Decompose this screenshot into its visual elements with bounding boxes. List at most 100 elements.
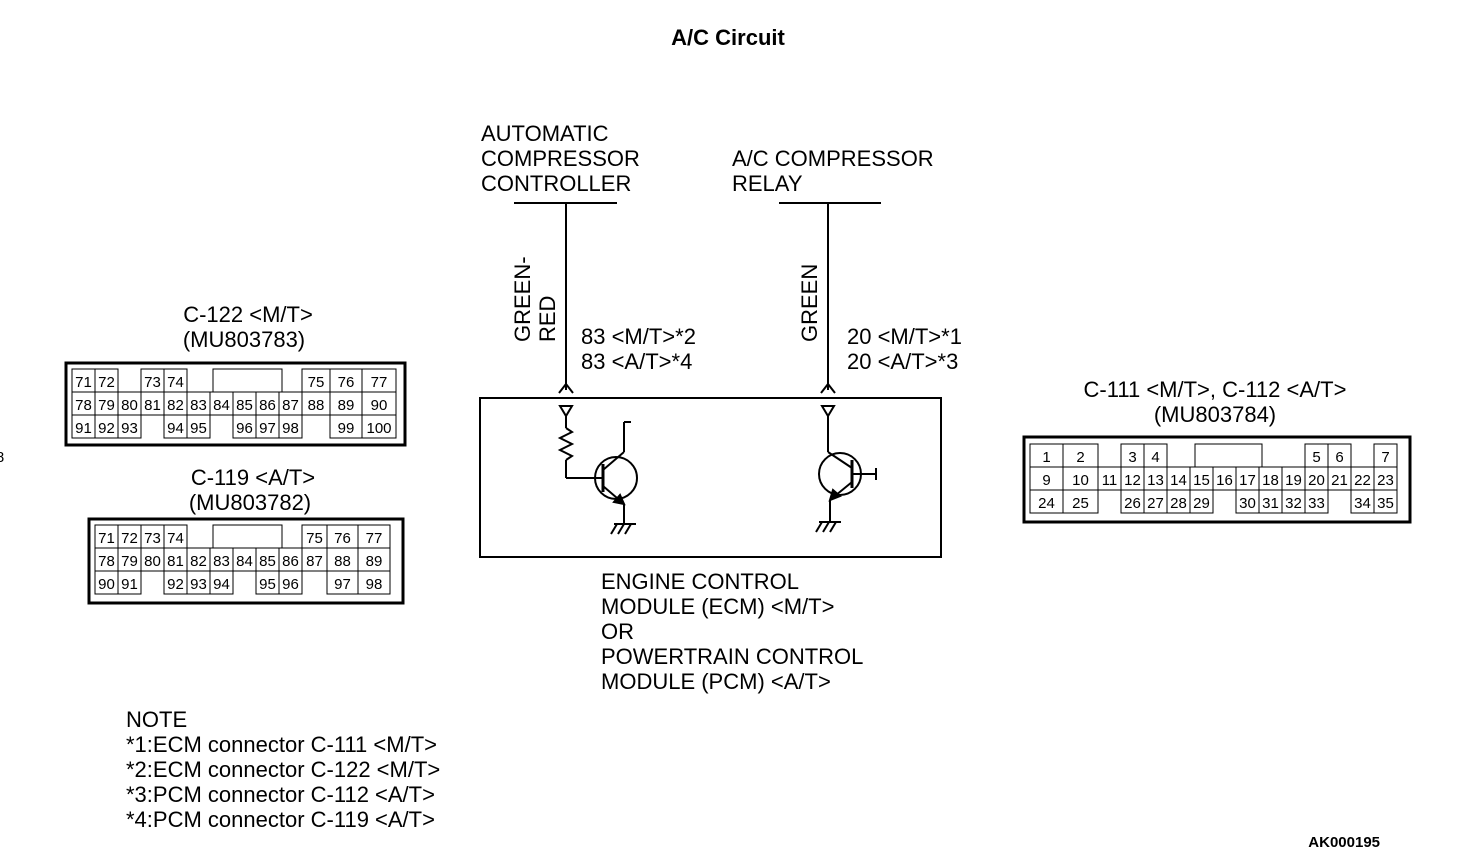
module-label: ENGINE CONTROL MODULE (ECM) <M/T> OR POW… [601,569,863,694]
connector-pin-number: 18 [1262,472,1279,489]
connector-pin-number: 15 [1193,472,1210,489]
connector-key-slot [1194,443,1263,468]
notes-heading: NOTE [126,707,187,732]
connector-pin-number: 3 [1128,449,1136,466]
connector-pin-number: 1 [1042,449,1050,466]
connector-pin-number: 94 [167,420,184,437]
left-pin-label-1: 83 <M/T>*2 [581,324,696,349]
c119-part-number: (MU803782) [189,490,311,515]
connector-pin-number: 93 [121,420,138,437]
connector-pin-number: 85 [259,553,276,570]
c111-part-number: (MU803784) [1154,402,1276,427]
connector-pin-number: 83 [190,397,207,414]
connector-housing [64,361,407,447]
connector-pin-number: 99 [338,420,355,437]
connector-pin-number: 73 [144,374,161,391]
left-pin-label-2: 83 <A/T>*4 [581,349,692,374]
connector-pin-number: 92 [167,576,184,593]
connector-pin-number: 35 [1377,495,1394,512]
compressor-controller-label: AUTOMATIC COMPRESSOR CONTROLLER [481,121,640,196]
right-transistor-circuit [815,405,877,533]
connector-pin-number: 21 [1331,472,1348,489]
left-transistor-circuit [557,405,638,535]
left-pin-terminal-icon [558,405,574,418]
module-label-line-4: POWERTRAIN CONTROL [601,644,863,669]
wire-color-green: GREEN [797,264,822,342]
wire-color-green-red-2: RED [535,296,560,342]
connector-pin-number: 82 [167,397,184,414]
connector-pin-number: 74 [167,530,184,547]
connector-pin-number: 88 [334,553,351,570]
compressor-controller-line-3: CONTROLLER [481,171,631,196]
c111-title: C-111 <M/T>, C-112 <A/T> [1084,377,1347,402]
connector-pin-number: 9 [1042,472,1050,489]
wire-color-green-red-1: GREEN- [510,256,535,342]
connector-pin-number: 81 [144,397,161,414]
connector-pin-number: 88 [308,397,325,414]
connector-pin-number: 82 [190,553,207,570]
left-connector-mark [558,382,574,394]
note-line-2: *2:ECM connector C-122 <M/T> [126,757,440,782]
connector-pin-number: 22 [1354,472,1371,489]
connector-pin-number: 13 [1147,472,1164,489]
right-connector-mark [820,382,836,394]
connector-pin-number: 91 [75,420,92,437]
connector-pin-cell [1189,489,1214,514]
figure-code: AK000195 [1308,834,1380,851]
connector-pin-number: 2 [1076,449,1084,466]
connector-pin-number: 19 [1285,472,1302,489]
connector-pin-number: 6 [1335,449,1343,466]
connector-pin-number: 78 [75,397,92,414]
connector-pin-cell [186,414,211,439]
connector-key-slot [212,368,283,393]
compressor-controller-line-1: AUTOMATIC [481,121,609,146]
c122-part-number: (MU803783) [183,327,305,352]
module-label-line-1: ENGINE CONTROL [601,569,799,594]
connector-pin-number: 80 [144,553,161,570]
connector-pin-number: 95 [190,420,207,437]
connector-pin-number: 91 [121,576,138,593]
module-label-line-2: MODULE (ECM) <M/T> [601,594,834,619]
connector-pin-cell [278,414,303,439]
connector-pin-number: 81 [167,553,184,570]
connector-pin-number: 96 [282,576,299,593]
c119-title: C-119 <A/T> [191,465,315,490]
connector-pin-number: 89 [366,553,383,570]
connector-pin-number: 14 [1170,472,1187,489]
connector-pin-number: 16 [1216,472,1233,489]
connector-pin-number: 83 [213,553,230,570]
connector-pin-cell [209,570,234,595]
notes-block: NOTE *1:ECM connector C-111 <M/T> *2:ECM… [126,707,440,832]
left-ground-icon [610,523,636,535]
connector-pin-number: 79 [98,397,115,414]
connector-pin-number: 10 [1072,472,1089,489]
connector-pin-number: 32 [1285,495,1302,512]
right-pin-label-2: 20 <A/T>*3 [847,349,958,374]
connector-pin-number: 85 [236,397,253,414]
connector-pin-cell [1373,489,1398,514]
connector-housing [1022,435,1412,524]
connector-pin-number: 84 [236,553,253,570]
connector-pin-number: 76 [334,530,351,547]
connector-pin-number: 86 [282,553,299,570]
connector-pin-number: 25 [1072,495,1089,512]
note-line-4: *4:PCM connector C-119 <A/T> [126,807,435,832]
connector-pin-number: 94 [213,576,230,593]
connector-pin-number: 27 [1147,495,1164,512]
diagram-title: A/C Circuit [671,25,785,50]
right-pin-label-1: 20 <M/T>*1 [847,324,962,349]
connector-pin-number: 12 [1124,472,1141,489]
connector-pin-number: 78 [98,553,115,570]
connector-pin-number: 77 [366,530,383,547]
connector-pin-number: 28 [1170,495,1187,512]
connector-pin-number: 97 [334,576,351,593]
connector-pin-number: 86 [259,397,276,414]
connector-pin-number: 11 [1102,472,1118,489]
resistor-icon [557,427,575,461]
connector-pin-number: 93 [190,576,207,593]
compressor-relay-line-1: A/C COMPRESSOR [732,146,934,171]
connector-pin-number: 98 [282,420,299,437]
connector-pin-number: 71 [98,530,115,547]
